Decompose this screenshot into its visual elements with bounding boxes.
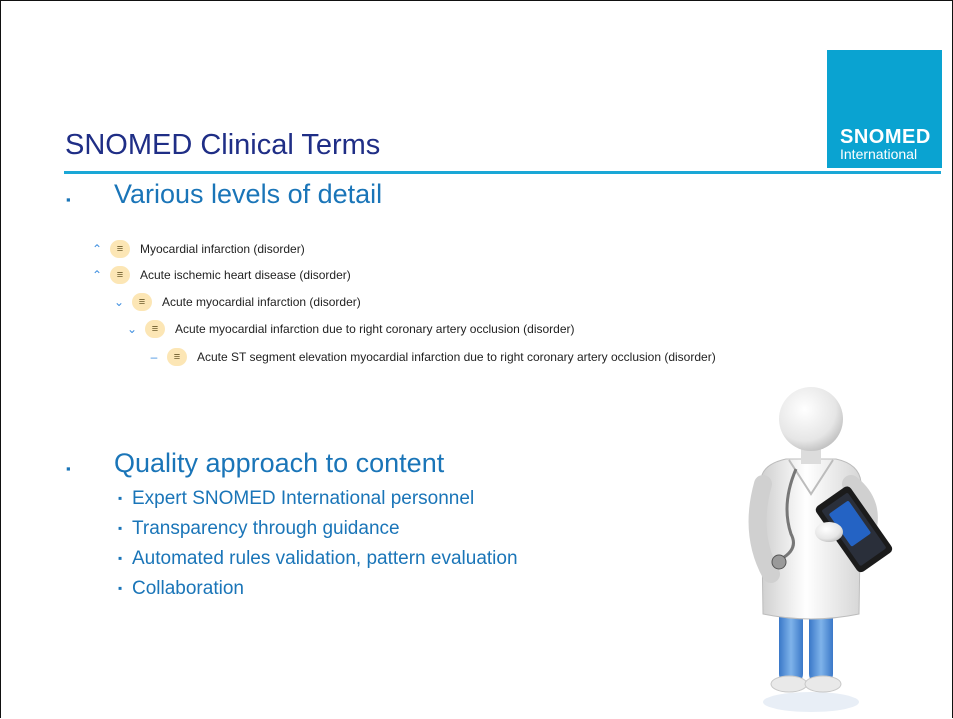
title-rule: [64, 171, 941, 174]
logo-line1: SNOMED: [840, 126, 931, 148]
tree-row-label: Acute ischemic heart disease (disorder): [140, 268, 351, 282]
concept-chip-icon: ≡: [132, 293, 152, 311]
list-item-label: Expert SNOMED International personnel: [132, 488, 475, 509]
bullet-icon: ▪: [66, 192, 71, 207]
slide-title: SNOMED Clinical Terms: [65, 129, 381, 161]
concept-chip-icon: ≡: [110, 240, 130, 258]
list-item: ▪Expert SNOMED International personnel: [118, 488, 475, 509]
dash-icon[interactable]: –: [150, 350, 158, 364]
chevron-down-icon[interactable]: ⌄: [113, 295, 125, 309]
tree-row[interactable]: ⌄ ≡ Acute myocardial infarction (disorde…: [112, 292, 361, 312]
tree-row-label: Acute myocardial infarction due to right…: [175, 322, 575, 336]
concept-chip-icon: ≡: [145, 320, 165, 338]
logo-line2: International: [840, 146, 918, 162]
doctor-figure-illustration: [748, 387, 893, 712]
list-item-label: Transparency through guidance: [132, 518, 400, 539]
snomed-logo: SNOMED International: [827, 50, 942, 168]
tree-row[interactable]: ⌄ ≡ Acute myocardial infarction due to r…: [125, 319, 575, 339]
concept-chip-icon: ≡: [167, 348, 187, 366]
tree-row-label: Acute myocardial infarction (disorder): [162, 295, 361, 309]
list-item: ▪Collaboration: [118, 578, 244, 599]
chevron-up-icon[interactable]: ⌃: [91, 268, 103, 282]
tree-row-label: Acute ST segment elevation myocardial in…: [197, 350, 716, 364]
list-item-label: Automated rules validation, pattern eval…: [132, 548, 518, 569]
tree-row[interactable]: ⌃ ≡ Myocardial infarction (disorder): [90, 239, 305, 259]
tree-row[interactable]: ⌃ ≡ Acute ischemic heart disease (disord…: [90, 265, 351, 285]
tree-row[interactable]: – ≡ Acute ST segment elevation myocardia…: [147, 347, 716, 367]
tree-row-label: Myocardial infarction (disorder): [140, 242, 305, 256]
concept-chip-icon: ≡: [110, 266, 130, 284]
section2-heading: Quality approach to content: [114, 448, 445, 478]
bullet-icon: ▪: [66, 461, 71, 476]
section1-heading: Various levels of detail: [114, 179, 383, 209]
list-item: ▪Automated rules validation, pattern eva…: [118, 548, 518, 569]
list-item-label: Collaboration: [132, 578, 244, 599]
chevron-up-icon[interactable]: ⌃: [91, 242, 103, 256]
chevron-down-icon[interactable]: ⌄: [126, 322, 138, 336]
list-item: ▪Transparency through guidance: [118, 518, 400, 539]
